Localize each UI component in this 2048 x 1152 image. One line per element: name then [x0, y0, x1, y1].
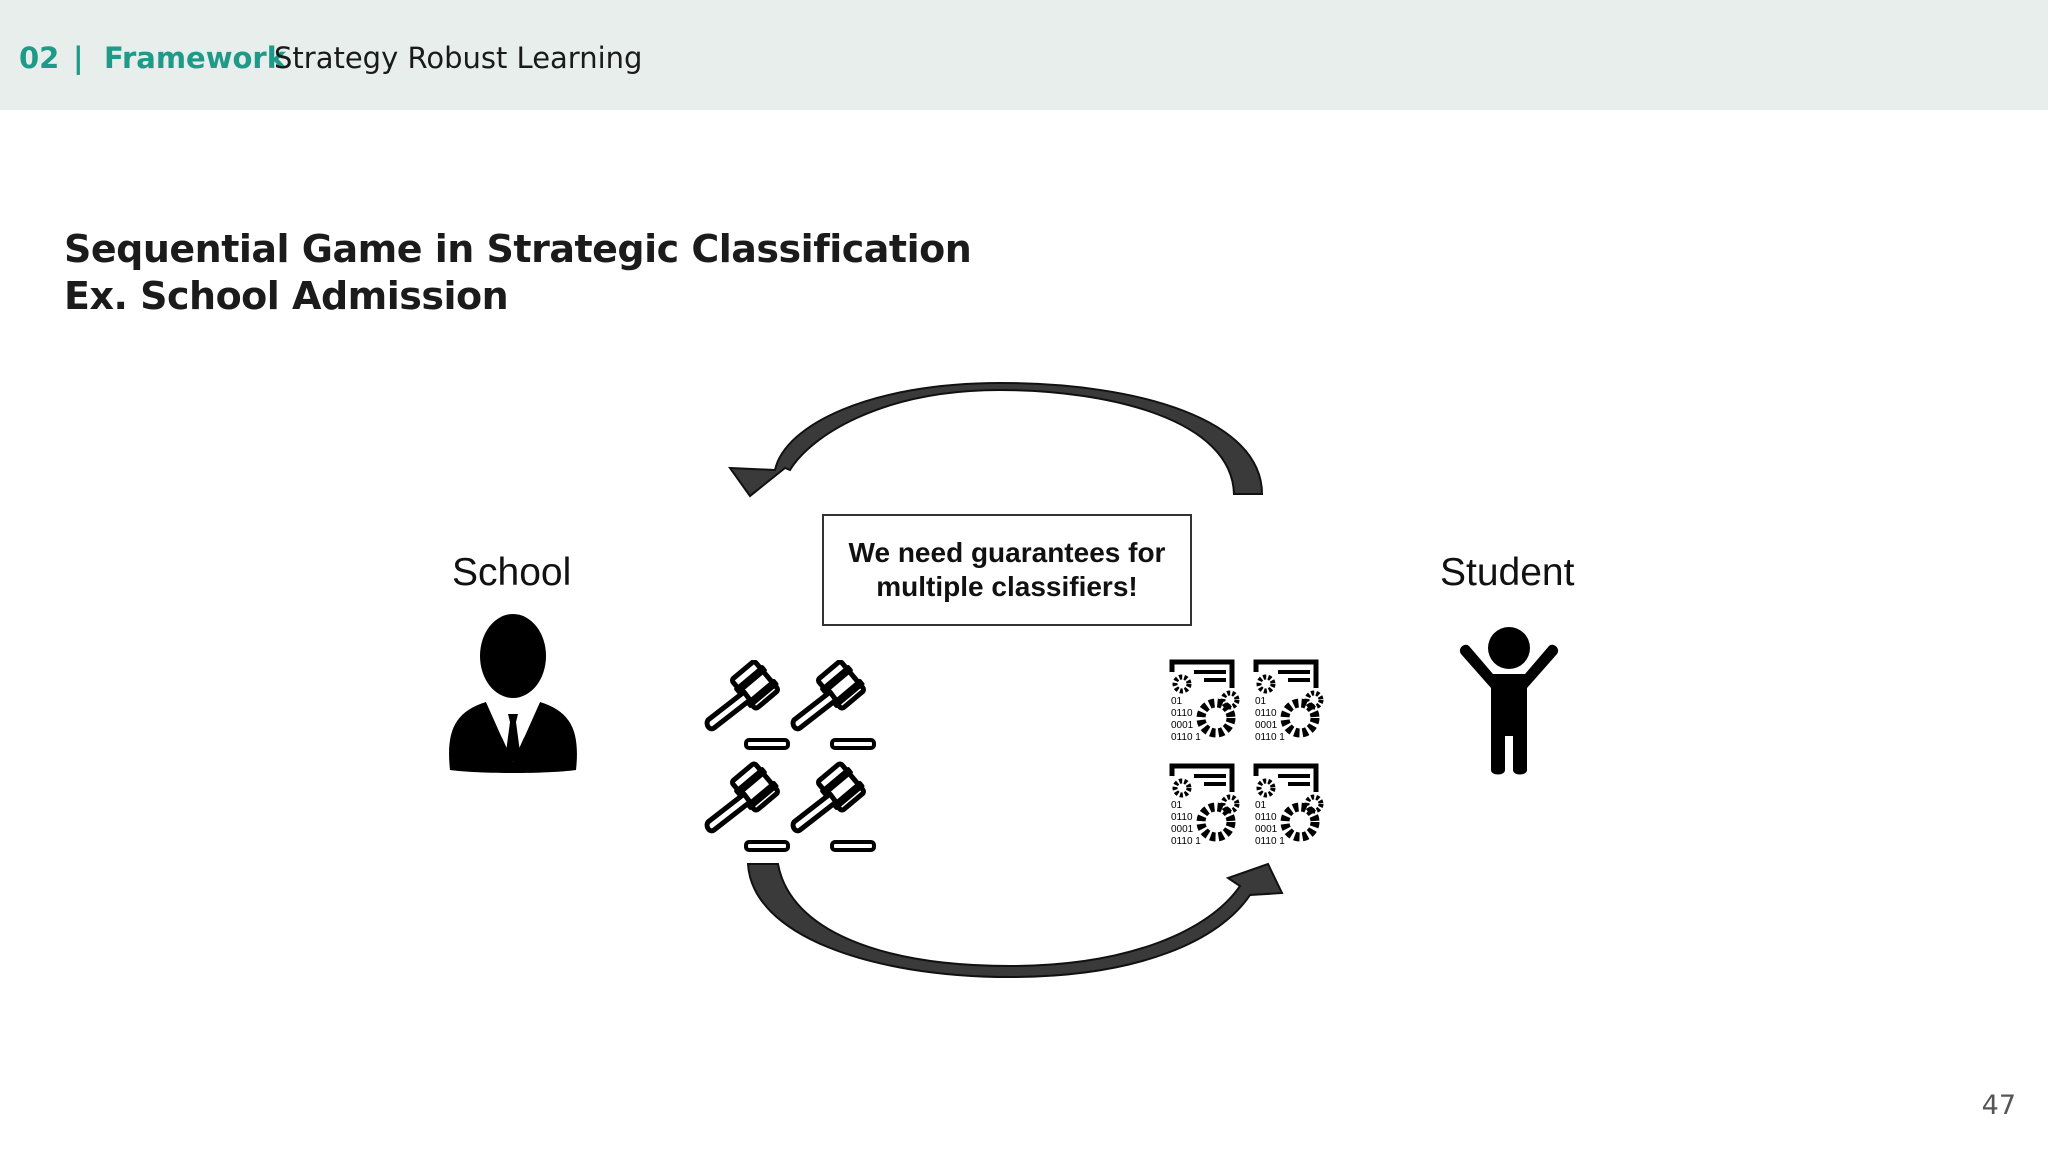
section-name: Framework — [104, 41, 287, 75]
data-line: 0110 — [1171, 708, 1193, 719]
data-line: 0110 — [1171, 812, 1193, 823]
data-document-gears-icon: 01 0110 0001 0110 1 — [1168, 658, 1244, 751]
data-line: 0001 — [1255, 824, 1278, 835]
data-line: 0110 — [1255, 812, 1277, 823]
breadcrumb-separator: | — [73, 41, 84, 75]
classifier-gavels — [700, 660, 876, 852]
gavel-icon — [793, 763, 874, 850]
curved-arrow-icon — [746, 862, 1284, 979]
person-in-suit-icon — [449, 614, 577, 773]
data-document-gears-icon: 01 0110 0001 0110 1 — [1252, 762, 1328, 855]
data-line: 01 — [1255, 800, 1267, 811]
response-documents: 01 0110 0001 0110 1 01 0110 0001 0110 1 — [1168, 658, 1330, 852]
gavel-icon — [707, 661, 788, 748]
data-line: 0001 — [1255, 720, 1278, 731]
callout-text-line-2: multiple classifiers! — [876, 571, 1138, 602]
data-line: 0110 1 — [1171, 836, 1201, 847]
section-topic: Strategy Robust Learning — [274, 41, 643, 75]
data-line: 01 — [1255, 696, 1267, 707]
data-line: 01 — [1171, 696, 1183, 707]
data-line: 0110 — [1255, 708, 1277, 719]
child-arms-raised-icon — [1459, 627, 1559, 775]
slide-title-line-1: Sequential Game in Strategic Classificat… — [64, 227, 972, 271]
slide-title-line-2: Ex. School Admission — [64, 274, 509, 318]
data-line: 0110 1 — [1255, 732, 1285, 743]
section-number: 02 — [19, 41, 60, 75]
gavel-icon — [707, 763, 788, 850]
gavel-icon — [793, 661, 874, 748]
data-line: 0001 — [1171, 720, 1194, 731]
data-line: 0110 1 — [1255, 836, 1285, 847]
data-line: 01 — [1171, 800, 1183, 811]
data-document-gears-icon: 01 0110 0001 0110 1 — [1168, 762, 1244, 855]
school-label: School — [452, 551, 572, 594]
callout-text-line-1: We need guarantees for — [848, 537, 1166, 568]
callout-box: We need guarantees for multiple classifi… — [822, 514, 1192, 626]
header-bar: 02 | Framework Strategy Robust Learning — [0, 0, 2048, 110]
data-line: 0001 — [1171, 824, 1194, 835]
curved-arrow-icon — [727, 381, 1264, 498]
student-label: Student — [1440, 551, 1575, 594]
page-number: 47 — [1981, 1090, 2016, 1121]
slide-title: Sequential Game in Strategic Classificat… — [64, 226, 972, 320]
data-line: 0110 1 — [1171, 732, 1201, 743]
data-document-gears-icon: 01 0110 0001 0110 1 — [1252, 658, 1328, 751]
